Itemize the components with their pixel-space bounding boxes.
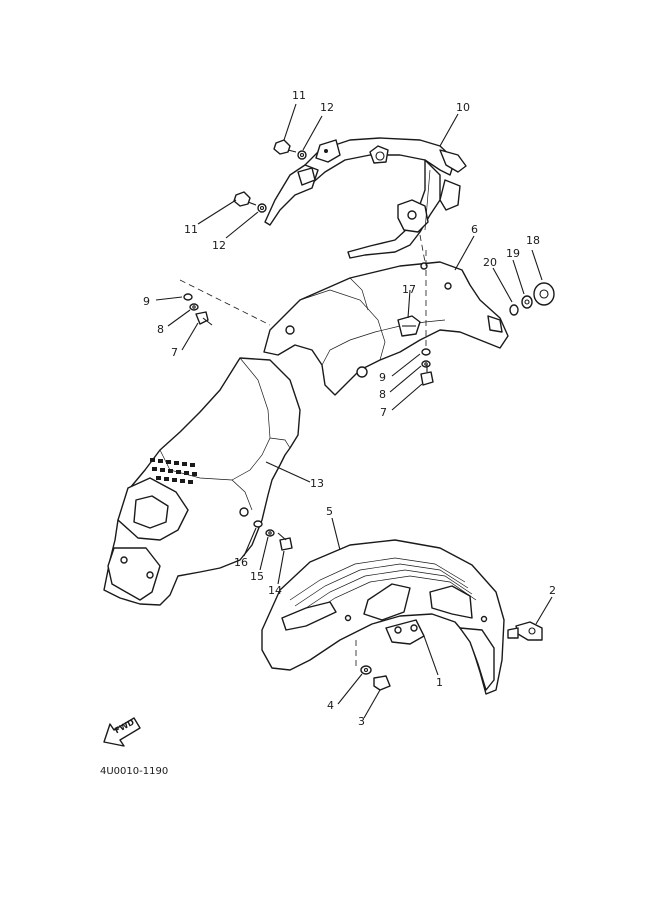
- label-5: 5: [326, 505, 333, 518]
- label-8-right: 8: [379, 388, 386, 401]
- clip-17: [397, 315, 421, 337]
- fwd-direction-arrow: [103, 717, 141, 747]
- label-9-right: 9: [379, 371, 386, 384]
- washer-16: [253, 520, 263, 528]
- bolt-7-right: [420, 364, 434, 386]
- washer-4: [360, 665, 372, 675]
- label-12-top: 12: [320, 101, 334, 114]
- license-plate-bracket-part: [103, 357, 301, 606]
- label-18: 18: [526, 234, 540, 247]
- washer-12-top: [297, 150, 307, 160]
- document-code: 4U0010-1190: [100, 766, 169, 777]
- label-17: 17: [402, 283, 416, 296]
- label-6: 6: [471, 223, 478, 236]
- washer-9-right: [421, 348, 431, 356]
- washer-9-left: [183, 293, 193, 301]
- washer-12-mid: [257, 203, 267, 213]
- rear-frame-bracket-part: [264, 137, 467, 259]
- leader-lines: [155, 103, 553, 719]
- washer-8-left: [189, 303, 199, 311]
- label-15: 15: [250, 570, 264, 583]
- front-fender-part: [261, 539, 505, 695]
- bolt-14: [277, 532, 293, 551]
- label-2: 2: [549, 584, 556, 597]
- cap-18: [533, 282, 555, 306]
- label-11-mid: 11: [184, 223, 198, 236]
- label-4: 4: [327, 699, 334, 712]
- bolt-11-mid: [233, 191, 257, 207]
- label-7-right: 7: [380, 406, 387, 419]
- label-14: 14: [268, 584, 282, 597]
- washer-19: [521, 295, 533, 309]
- bolt-3: [373, 675, 391, 691]
- label-19: 19: [506, 247, 520, 260]
- washer-15: [265, 529, 275, 537]
- bolt-7-left: [195, 311, 213, 326]
- label-16: 16: [234, 556, 248, 569]
- rear-fender-part: [263, 261, 509, 396]
- nut-20: [509, 304, 519, 316]
- label-8-left: 8: [157, 323, 164, 336]
- label-11-top: 11: [292, 89, 306, 102]
- stay-clip-2: [507, 621, 543, 641]
- label-9-left: 9: [143, 295, 150, 308]
- label-1: 1: [436, 676, 443, 689]
- bolt-11-top: [273, 139, 297, 155]
- label-10: 10: [456, 101, 470, 114]
- label-7-left: 7: [171, 346, 178, 359]
- washer-8-right: [421, 360, 431, 368]
- label-13: 13: [310, 477, 324, 490]
- label-20: 20: [483, 256, 497, 269]
- label-3: 3: [358, 715, 365, 728]
- label-12-mid: 12: [212, 239, 226, 252]
